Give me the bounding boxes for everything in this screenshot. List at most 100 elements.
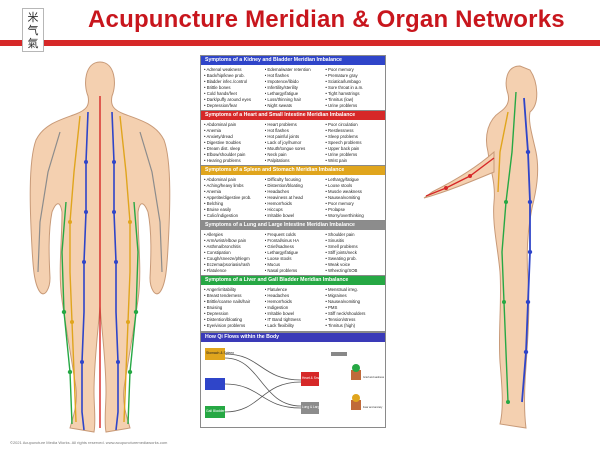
heart-item: • Restlessness	[325, 128, 354, 133]
stomach-spleen-box	[205, 348, 225, 360]
gall-liver-box	[205, 406, 225, 418]
page-title: Acupuncture Meridian & Organ Networks	[88, 6, 565, 33]
gall-liver-label: Gall Bladder & Liver	[206, 409, 237, 413]
liver-item: • Migraines	[325, 293, 347, 298]
liver-item: • Bruising	[204, 305, 223, 310]
spleen-item: • Headaches	[264, 189, 290, 194]
kidney-item: • Brittle bones	[204, 85, 231, 90]
flower-pot-icon	[351, 400, 361, 410]
lung-item: • Asthma/bronchitis	[204, 244, 241, 249]
lung-item: • Frequent colds	[264, 232, 296, 237]
kidney-item: • Cold hands/feet	[204, 91, 237, 96]
lung-item: • Allergies	[204, 232, 223, 237]
panel-spleen-title: Symptoms of a Spleen and Stomach Meridia…	[201, 166, 385, 175]
panel-lung-title: Symptoms of a Lung and Large Intestine M…	[201, 221, 385, 230]
heart-item: • Speech problems	[325, 140, 362, 145]
heart-item: • Mouth/tongue sores	[264, 146, 306, 151]
spleen-item: • Muscle weakness	[325, 189, 362, 194]
liver-item: • Menstrual irreg.	[325, 287, 358, 292]
liver-item: • Distention/bloating	[204, 317, 243, 322]
liver-item: • Depression	[204, 311, 229, 316]
lung-li-label: Lung & Large Intestine	[302, 405, 334, 409]
heart-item: • Hot painful joints	[264, 134, 300, 139]
heart-item: • Dream dist. sleep	[204, 146, 241, 151]
liver-item: • Lack flexibility	[264, 323, 294, 328]
copyright-footer: ©2021 Acupuncture Media Works. All right…	[10, 440, 168, 445]
kidney-item: • Impotence/libido	[264, 79, 299, 84]
lung-li-box	[301, 402, 319, 414]
lung-item: • Cough/sneeze/phlegm	[204, 256, 250, 261]
lung-item: • Flatulence	[204, 268, 227, 273]
spleen-item: • Hiccups	[264, 207, 283, 212]
liver-item: • PMS	[325, 305, 338, 310]
stomach-spleen-label: Stomach & Spleen	[206, 351, 234, 355]
spleen-item: • Abdominal pain	[204, 177, 237, 182]
liver-item: • Tinnitus (high)	[325, 323, 356, 328]
spleen-item: • Heaviness at head	[264, 195, 303, 200]
heart-item: • Hearing problems	[204, 158, 241, 163]
lung-item: • Lethargy/fatigue	[264, 250, 299, 255]
liver-item: • Tension/stress	[325, 317, 356, 322]
kidney-item: • Night sweats	[264, 103, 292, 108]
heart-item: • Poor circulation	[325, 122, 358, 127]
liver-item: • IT Band tightness	[264, 317, 301, 322]
grief-label: Grief and sadness	[363, 375, 385, 379]
lung-item: • Shoulder pain	[325, 232, 355, 237]
flower-pot-icon	[351, 370, 361, 380]
kidney-item: • Dark/puffy around eyes	[204, 97, 252, 102]
kidney-item: • Back/hip/knee prob.	[204, 73, 245, 78]
kidney-item: • Hot flashes	[264, 73, 289, 78]
kidney-item: • Sore throat in a.m.	[325, 85, 364, 90]
kidney-item: • Infertility/sterility	[264, 85, 298, 90]
qi-flow-diagram: Stomach & Spleen Gall Bladder & Liver He…	[205, 348, 385, 418]
liver-item: • Headaches	[264, 293, 290, 298]
heart-item: • Heart problems	[264, 122, 297, 127]
heart-item: • Abdominal pain	[204, 122, 237, 127]
spleen-item: • Lethargy/fatigue	[325, 177, 359, 182]
heart-item: • Neck pain	[264, 152, 287, 157]
liver-item: • Irritable bowel	[264, 311, 295, 316]
logo-char-3: 氣	[27, 37, 39, 50]
lung-item: • Constipation	[204, 250, 231, 255]
heart-item: • Upper back pain	[325, 146, 360, 151]
kidneys-bladder-box	[205, 378, 225, 390]
panel-liver: Symptoms of a Liver and Gall Bladder Mer…	[200, 275, 386, 332]
panel-lung: Symptoms of a Lung and Large Intestine M…	[200, 220, 386, 277]
lung-item: • Sinusitis	[325, 238, 345, 243]
panel-kidney: Symptoms of a Kidney and Bladder Meridia…	[200, 55, 386, 112]
lung-item: • Mucus	[264, 262, 281, 267]
panel-kidney-title: Symptoms of a Kidney and Bladder Meridia…	[201, 56, 385, 65]
heart-item: • Palpitations	[264, 158, 290, 163]
lung-item: • Loose stools	[264, 256, 292, 261]
spleen-item: • Colic/indigestion	[204, 213, 238, 218]
kidney-item: • Poor memory	[325, 67, 354, 72]
logo-char-1: 米	[27, 11, 39, 24]
kidney-item: • Adrenal weakness	[204, 67, 242, 72]
spleen-item: • Difficulty focusing	[264, 177, 301, 182]
kidney-item: • Lethargy/fatigue	[264, 91, 299, 96]
lung-item: • Eczema/psoriasis/rash	[204, 262, 250, 267]
lung-item: • Stiff joints/neck	[325, 250, 357, 255]
liver-item: • Breast tenderness	[204, 293, 242, 298]
heart-item: • Sleep problems	[325, 134, 358, 139]
spleen-item: • Poor memory	[325, 201, 354, 206]
kidney-item: • Urine problems	[325, 103, 358, 108]
panel-heart: Symptoms of a Heart and Small Intestine …	[200, 110, 386, 167]
logo-char-2: 气	[27, 24, 39, 37]
heart-si-label: Heart & Small Intestine	[302, 376, 335, 380]
kidney-item: • Sciatica/lumbago	[325, 79, 361, 84]
lung-item: • Nasal problems	[264, 268, 298, 273]
fear-label: Fear and anxiety	[363, 405, 383, 409]
liver-item: • Indigestion	[264, 305, 289, 310]
kidney-item: • Edema/water retention	[264, 67, 311, 72]
kidney-item: • Premature gray	[325, 73, 358, 78]
spleen-item: • Appetite/digestive prob.	[204, 195, 252, 200]
heart-item: • Elbow/shoulder pain	[204, 152, 246, 157]
liver-item: • Brittle/coarse nails/hair	[204, 299, 251, 304]
spleen-item: • Bruise easily	[204, 207, 232, 212]
spleen-item: • Belching	[204, 201, 224, 206]
kidney-item: • Tinnitus (low)	[325, 97, 354, 102]
liver-item: • Stiff neck/shoulders	[325, 311, 366, 316]
spleen-item: • Aching/heavy limbs	[204, 183, 244, 188]
